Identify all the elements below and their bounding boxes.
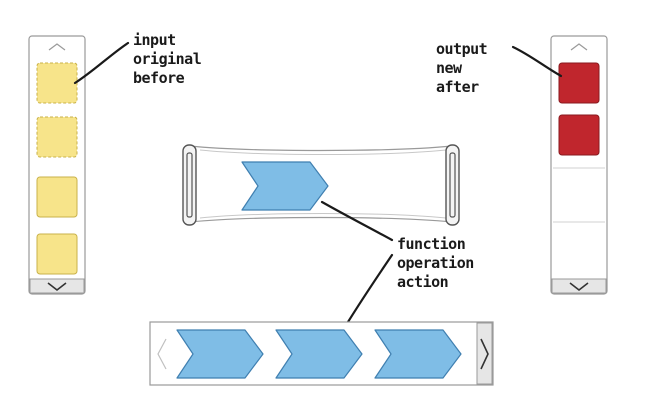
output-labels: output new after: [436, 40, 488, 97]
function-label-1: function: [397, 235, 466, 253]
output-label-1: output: [436, 40, 488, 58]
output-label-3: after: [436, 78, 479, 96]
input-scroll-bar: [29, 278, 85, 294]
function-strip: [149, 321, 494, 386]
input-item-4: [36, 233, 78, 275]
strip-arrow-3: [374, 329, 462, 379]
input-scroll-up-icon[interactable]: [48, 43, 66, 51]
tube-right-cap: [445, 144, 460, 226]
tube-highlight-top: [199, 149, 447, 155]
tube-function-arrow: [241, 161, 329, 211]
output-item-1: [558, 62, 600, 104]
output-scroll-bar: [551, 278, 607, 294]
input-label-1: input: [133, 31, 176, 49]
strip-right-chevron-icon[interactable]: [480, 338, 489, 370]
input-item-1: [36, 62, 78, 104]
input-scroll-down-icon[interactable]: [47, 282, 67, 292]
tube-left-cap-inner: [186, 152, 193, 218]
input-labels: input original before: [133, 31, 202, 88]
function-label-3: action: [397, 273, 449, 291]
input-item-3: [36, 176, 78, 218]
output-item-2: [558, 114, 600, 156]
output-leader-line: [511, 45, 563, 78]
input-panel: [28, 35, 86, 295]
tube-left-cap: [182, 144, 197, 226]
input-leader-line: [73, 41, 130, 85]
output-label-2: new: [436, 59, 462, 77]
function-tube: [182, 144, 460, 226]
output-scroll-down-icon[interactable]: [569, 282, 589, 292]
function-labels: function operation action: [397, 235, 474, 292]
tube-highlight-bottom: [199, 213, 447, 219]
output-scroll-up-icon[interactable]: [570, 43, 588, 51]
input-label-2: original: [133, 50, 202, 68]
input-label-3: before: [133, 69, 185, 87]
input-item-2: [36, 116, 78, 158]
function-leader-line-1: [320, 200, 394, 242]
strip-scroll-bar: [476, 322, 493, 385]
function-label-2: operation: [397, 254, 474, 272]
output-panel: [550, 35, 608, 295]
strip-arrow-2: [275, 329, 363, 379]
strip-left-chevron-icon[interactable]: [157, 338, 167, 370]
tube-right-cap-inner: [449, 152, 456, 218]
strip-arrow-1: [176, 329, 264, 379]
